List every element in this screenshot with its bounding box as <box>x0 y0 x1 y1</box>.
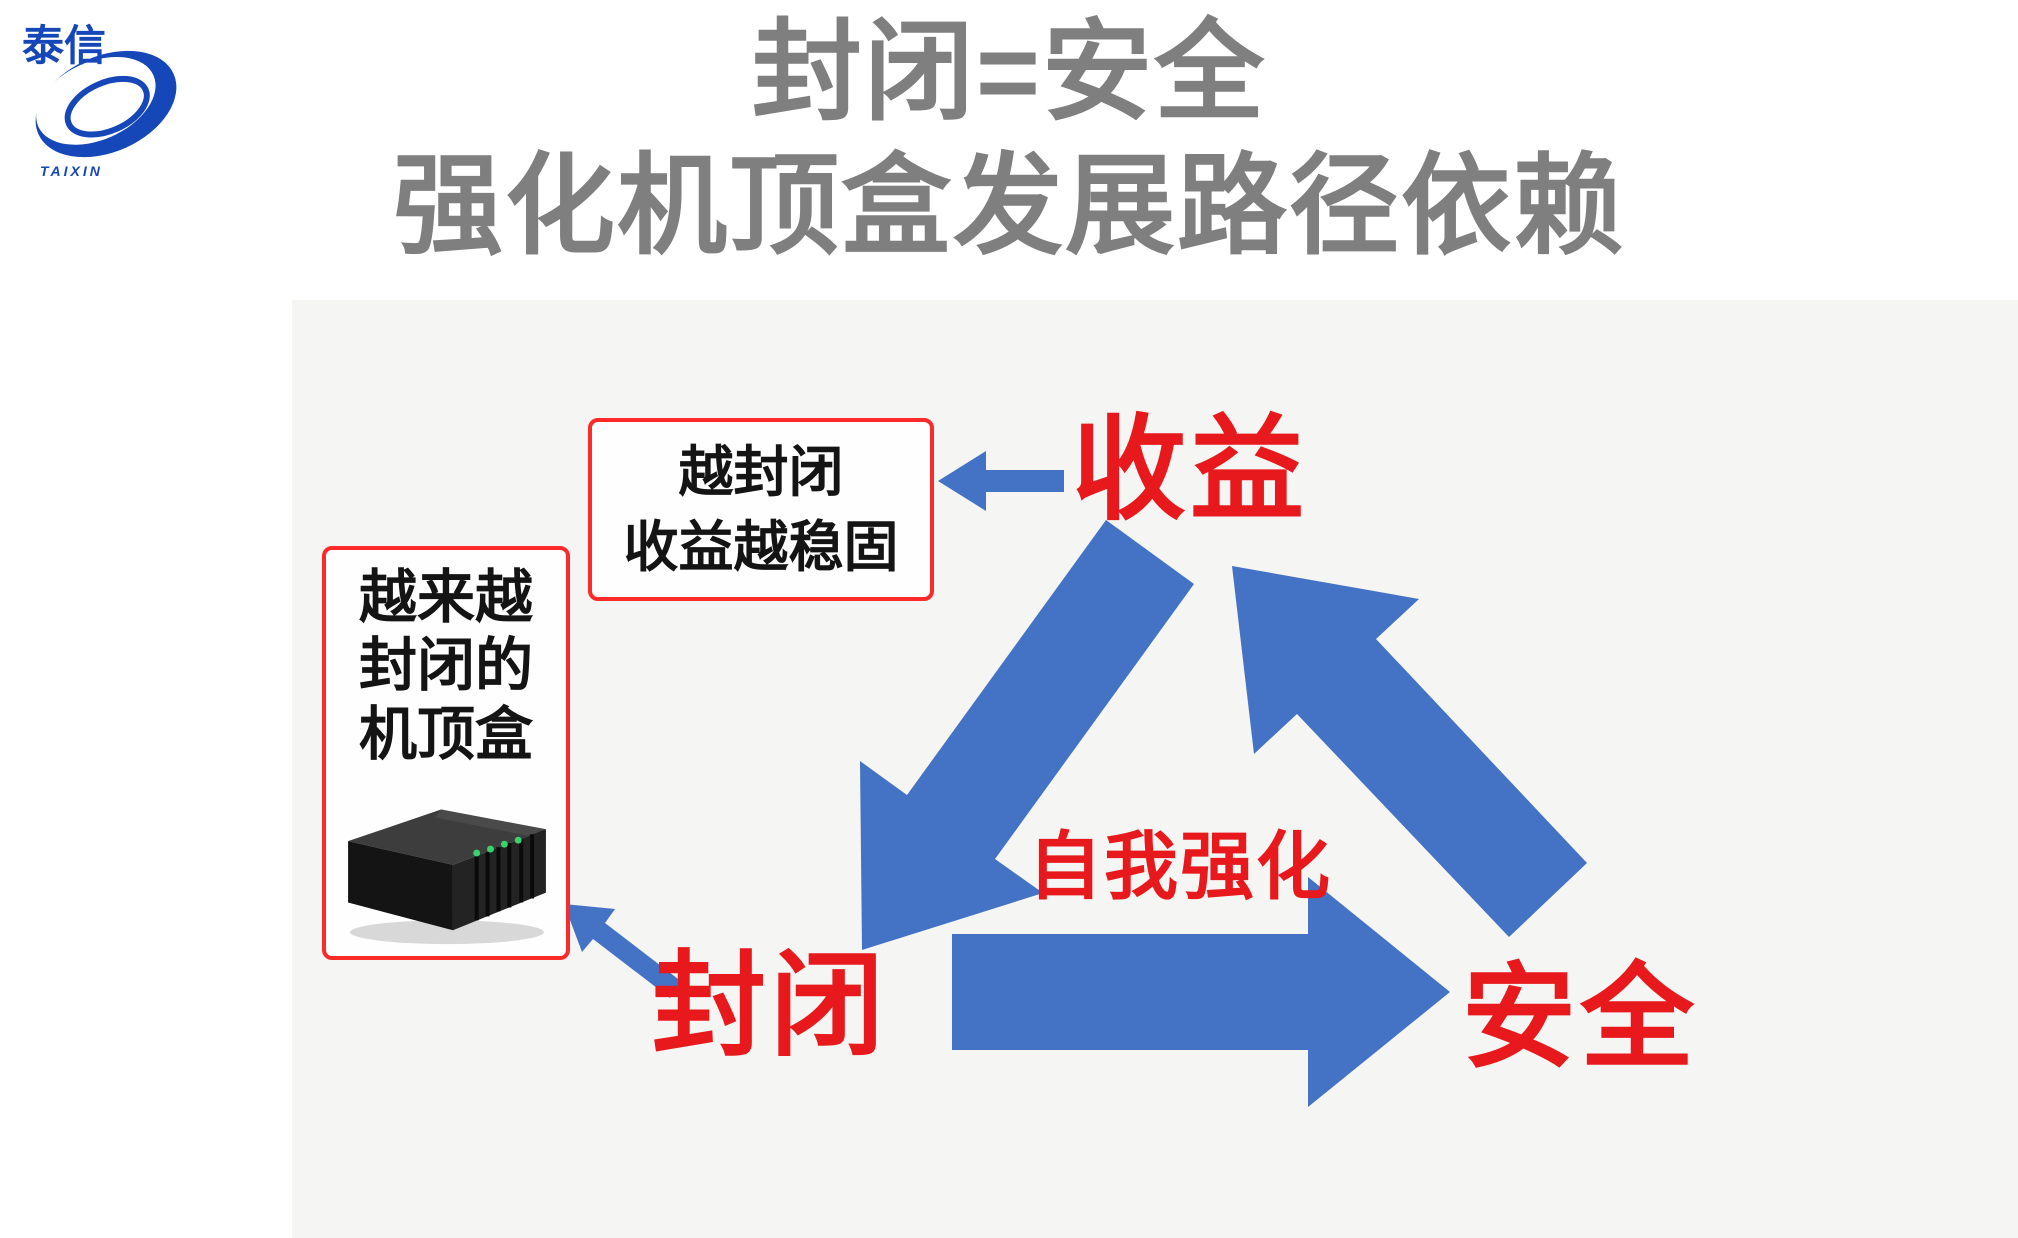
node-closed: 封闭 <box>652 943 889 1070</box>
logo-en-text: TAIXIN <box>40 163 103 179</box>
logo-swoosh-icon <box>35 50 177 158</box>
label-self-reinforcement: 自我强化 <box>1028 825 1332 908</box>
callout-closed-stb-line3: 机顶盒 <box>358 701 533 767</box>
page-title: 封闭=安全 <box>751 11 1267 134</box>
title-block: 封闭=安全 强化机顶盒发展路径依赖 <box>0 6 2018 274</box>
callout-closed-stb-line2: 封闭的 <box>358 633 533 699</box>
callout-closed-revenue-line2: 收益越稳固 <box>623 515 899 578</box>
node-security: 安全 <box>1462 955 1699 1082</box>
callout-closed-stb: 越来越 封闭的 机顶盒 <box>322 546 570 960</box>
callout-closed-stb-line1: 越来越 <box>358 565 533 630</box>
callout-closed-revenue-line1: 越封闭 <box>678 441 844 504</box>
set-top-box-image <box>348 809 546 945</box>
callout-closed-revenue: 越封闭 收益越稳固 <box>588 418 934 601</box>
node-revenue: 收益 <box>1072 407 1309 534</box>
page-subtitle: 强化机顶盒发展路径依赖 <box>393 145 1625 269</box>
taixin-logo: 泰信 TAIXIN <box>22 22 177 179</box>
logo-cn-text: 泰信 <box>22 22 106 69</box>
